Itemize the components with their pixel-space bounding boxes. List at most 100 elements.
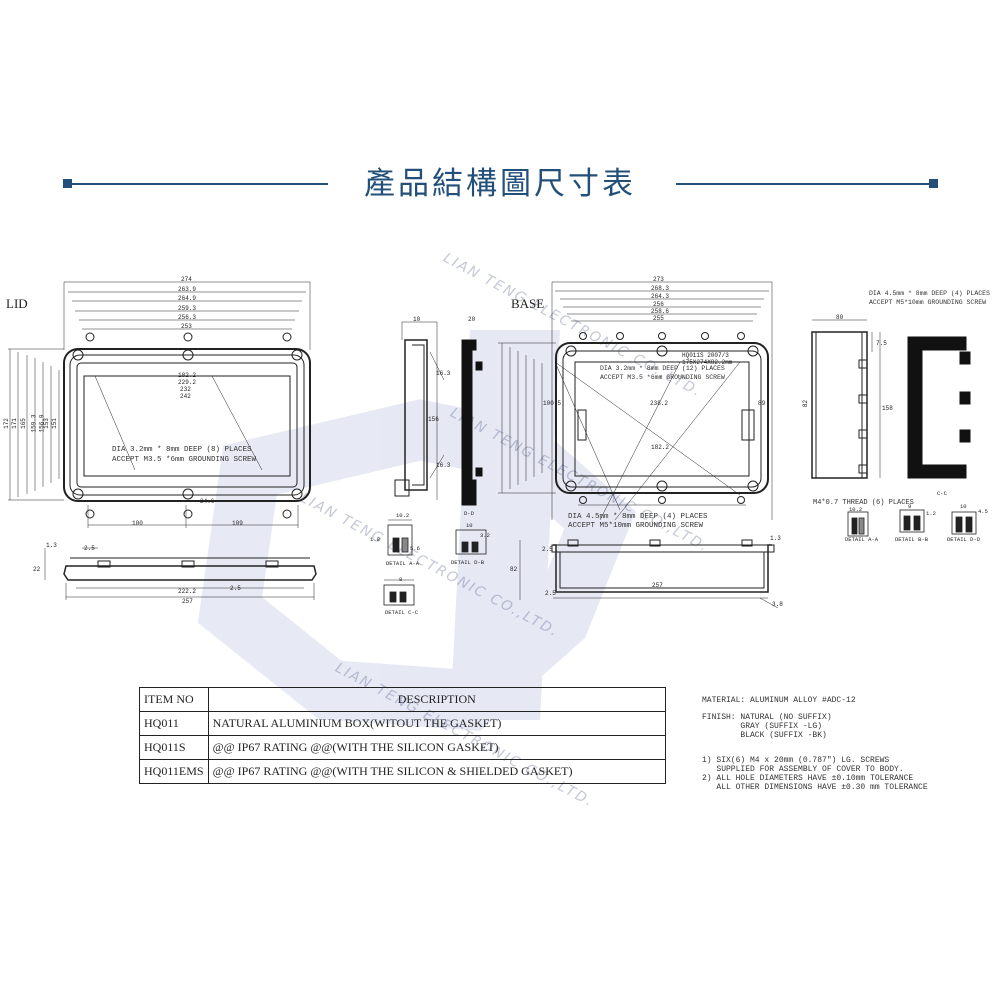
- header-left-rule: [70, 183, 328, 185]
- base-dim: 1.3: [770, 535, 781, 542]
- lid-end-dim: 16.3: [436, 370, 451, 377]
- detail-dim: 8: [399, 576, 403, 583]
- base-dim: 264.3: [651, 293, 670, 300]
- base-dim: 273: [653, 276, 664, 283]
- base-end-dim: 158: [882, 405, 893, 412]
- base-hole-note: ACCEPT M3.5 *6mm GROUNDING SCREW: [600, 374, 725, 381]
- header-right-square: [929, 179, 938, 188]
- base-end-dim: 82: [802, 399, 810, 408]
- base-dim: 82: [510, 566, 518, 573]
- thread-note: M4*0.7 THREAD (6) PLACES: [813, 499, 914, 507]
- lid-dim: 256.3: [178, 314, 197, 321]
- detail-dim: 9: [908, 503, 912, 510]
- detail-label: DETAIL C-C: [385, 609, 419, 616]
- item-header-cell: ITEM NO: [139, 687, 209, 712]
- lid-hole-note: ACCEPT M3.5 *6mm GROUNDING SCREW: [112, 456, 257, 464]
- d-d-section: [461, 339, 483, 506]
- detail-label: DETAIL D-D: [947, 536, 981, 543]
- page-title: 產品結構圖尺寸表: [364, 166, 636, 202]
- description-cell: @@ IP67 RATING @@(WITH THE SILICON & SHI…: [207, 759, 667, 784]
- detail-label: DETAIL A-A: [845, 536, 879, 543]
- lid-details: [383, 519, 487, 606]
- base-model-text: 175X274X82.2mm: [682, 359, 733, 366]
- base-end-dim: 7.5: [876, 340, 887, 347]
- lid-dim: 257: [182, 598, 193, 605]
- lid-dim: 263.9: [178, 286, 197, 293]
- lid-dim: 153: [42, 418, 50, 429]
- base-details: [847, 509, 977, 537]
- base-view-label: BASE: [511, 296, 545, 311]
- detail-dim: 4.5: [978, 508, 988, 515]
- detail-dim: 10.2: [396, 512, 410, 519]
- lid-dim: 232: [180, 386, 191, 393]
- item-table-header: ITEM NO DESCRIPTION: [139, 687, 667, 712]
- detail-dim: 1.2: [926, 510, 936, 517]
- table-row: HQ011S @@ IP67 RATING @@(WITH THE SILICO…: [139, 735, 667, 760]
- detail-label: DETAIL A-A: [386, 560, 420, 567]
- item-cell: HQ011: [139, 711, 209, 736]
- base-dim: 268.3: [651, 285, 670, 292]
- detail-dim: 5.6: [410, 545, 420, 552]
- base-dim: 258.6: [651, 308, 670, 315]
- base-end-dim: 80: [836, 314, 844, 321]
- lid-end-dim: 156: [428, 416, 439, 423]
- detail-label: DETAIL D-B: [451, 559, 485, 566]
- base-dim: 2.5: [545, 590, 556, 597]
- lid-dim: 151: [50, 418, 58, 429]
- base-dim: 182.2: [651, 444, 670, 451]
- lid-end-dim: 16.3: [436, 462, 451, 469]
- item-cell: HQ011EMS: [139, 759, 209, 784]
- base-dim: 3.8: [772, 601, 783, 608]
- detail-dim: 1.8: [370, 536, 380, 543]
- lid-dim: 222.2: [178, 588, 197, 595]
- lid-dim: 2.5: [230, 585, 241, 592]
- lid-dim: 159.3: [30, 414, 38, 433]
- d-d-label: D-D: [464, 510, 474, 517]
- assembly-notes: 1) SIX(6) M4 x 20mm (0.787") LG. SCREWS …: [702, 756, 928, 792]
- lid-dim: 182.2: [178, 372, 197, 379]
- lid-end-view: [394, 321, 445, 500]
- lid-dim: 171: [10, 418, 18, 429]
- base-hole-note: ACCEPT M5*10mm GROUNDING SCREW: [568, 522, 704, 530]
- c-c-label: C-C: [937, 490, 947, 497]
- lid-top-view: [8, 281, 311, 528]
- detail-dim: 10: [466, 522, 473, 529]
- lid-dim: 264.9: [178, 295, 197, 302]
- base-dim: 100.5: [543, 400, 562, 407]
- base-top-view: [498, 281, 773, 521]
- watermark-logo: [197, 330, 636, 731]
- base-hole-note: DIA 4.5mm * 8mm DEEP (4) PLACES: [568, 513, 708, 521]
- description-cell: NATURAL ALUMINIUM BOX(WITOUT THE GASKET): [207, 711, 667, 736]
- table-row: HQ011EMS @@ IP67 RATING @@(WITH THE SILI…: [139, 759, 667, 784]
- lid-dim: 165: [19, 418, 27, 429]
- lid-dim: 242: [180, 393, 191, 400]
- base-dim: 2.5: [542, 546, 553, 553]
- lid-dim: 1.3: [46, 542, 57, 549]
- base-dim: 257: [652, 582, 663, 589]
- lid-dim: 100: [132, 520, 143, 527]
- base-dim: 256: [653, 301, 664, 308]
- lid-dim: 24.6: [200, 498, 215, 505]
- lid-dim: 172: [2, 418, 10, 429]
- table-row: HQ011 NATURAL ALUMINIUM BOX(WITOUT THE G…: [139, 711, 667, 736]
- lid-view-label: LID: [6, 296, 28, 311]
- base-end-hole-note: ACCEPT M5*10mm GROUNDING SCREW: [869, 299, 987, 306]
- lid-dim: 259.3: [178, 305, 197, 312]
- lid-dim: 274: [181, 276, 192, 283]
- detail-dim: 10.2: [849, 506, 863, 513]
- lid-dim: 253: [181, 323, 192, 330]
- base-dim: 89: [758, 400, 766, 407]
- description-header-cell: DESCRIPTION: [207, 687, 667, 712]
- header-left-square: [63, 179, 72, 188]
- lid-hole-note: DIA 3.2mm * 8mm DEEP (8) PLACES: [112, 446, 252, 454]
- base-dim: 238.2: [650, 400, 669, 407]
- lid-end-dim: 10: [413, 316, 421, 323]
- base-hole-note: DIA 3.2mm * 8mm DEEP (12) PLACES: [600, 365, 725, 372]
- detail-label: DETAIL B-B: [895, 536, 929, 543]
- base-end-view: [811, 319, 881, 479]
- c-c-section: [907, 336, 971, 479]
- lid-dim: 2.5: [84, 545, 95, 552]
- lid-end-dim: 20: [468, 316, 476, 323]
- base-model-text: HQ011S 2007/3: [682, 352, 729, 359]
